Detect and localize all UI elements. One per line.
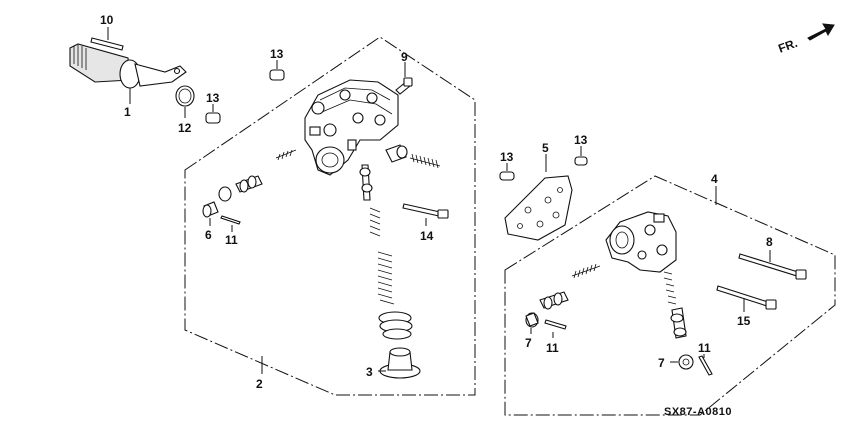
part-14-bolt xyxy=(402,203,449,219)
part-8-bolt xyxy=(738,253,807,280)
valve-spool-body-4 xyxy=(539,291,569,310)
part-12-o-ring xyxy=(175,85,195,107)
front-direction-label: FR. xyxy=(776,36,799,56)
callout-11c: 11 xyxy=(698,341,711,355)
callout-12: 12 xyxy=(178,121,192,135)
callout-5: 5 xyxy=(542,141,549,155)
callout-13a: 13 xyxy=(206,91,220,105)
part-15-bolt xyxy=(716,285,777,310)
front-arrow-icon xyxy=(807,23,835,41)
callout-6: 6 xyxy=(205,228,212,242)
part-7-plug-a xyxy=(525,312,539,328)
part-2-valve-body xyxy=(304,79,399,176)
spring-body-4-bottom xyxy=(663,271,677,305)
valve-body-4-bottom xyxy=(670,307,687,339)
part-13-dowel-c xyxy=(499,171,515,181)
spring-small-left xyxy=(275,149,297,161)
spring-right xyxy=(409,153,441,169)
part-5-separator-plate xyxy=(504,175,573,241)
callout-15: 15 xyxy=(737,314,751,328)
part-13-dowel-b xyxy=(269,69,285,81)
callout-7a: 7 xyxy=(525,336,532,350)
callout-13c: 13 xyxy=(500,150,514,164)
callout-14: 14 xyxy=(420,229,434,243)
part-1-lever-shaft xyxy=(69,43,187,89)
part-10-pin xyxy=(90,37,124,51)
callout-10: 10 xyxy=(100,13,114,27)
spring-body-4-left xyxy=(571,263,601,279)
spring-long-center xyxy=(377,251,395,305)
part-11-roll-pin-c xyxy=(698,355,713,376)
part-11-roll-pin-a xyxy=(220,215,241,225)
callout-1: 1 xyxy=(124,105,131,119)
spring-short-center xyxy=(369,207,381,237)
part-3-cup-plug xyxy=(379,347,421,379)
valve-spool-left xyxy=(218,175,263,202)
spring-coarse-bottom xyxy=(378,311,413,340)
callout-13d: 13 xyxy=(574,133,588,147)
callout-13b: 13 xyxy=(270,47,284,61)
part-9-bolt xyxy=(395,77,413,95)
part-13-dowel-a xyxy=(205,112,221,124)
assembly-2-boundary xyxy=(184,36,476,396)
callout-2: 2 xyxy=(256,377,263,391)
part-7-plug-b xyxy=(678,354,694,370)
part-6-plug xyxy=(202,201,219,218)
sleeve-right xyxy=(385,144,408,163)
callout-8: 8 xyxy=(766,235,773,249)
callout-11a: 11 xyxy=(225,233,238,247)
part-13-dowel-d xyxy=(574,156,588,166)
callout-11b: 11 xyxy=(546,341,559,355)
callout-9: 9 xyxy=(401,50,408,64)
assembly-4-boundary xyxy=(504,175,836,416)
callout-7b: 7 xyxy=(658,356,665,370)
front-direction-indicator: FR. xyxy=(776,23,835,56)
long-valve-stem xyxy=(359,164,373,201)
part-4-valve-body xyxy=(605,211,677,273)
callout-4: 4 xyxy=(711,172,718,186)
part-11-roll-pin-b xyxy=(544,319,567,330)
callout-3: 3 xyxy=(366,365,373,379)
diagram-code: SX87-A0810 xyxy=(664,406,732,418)
